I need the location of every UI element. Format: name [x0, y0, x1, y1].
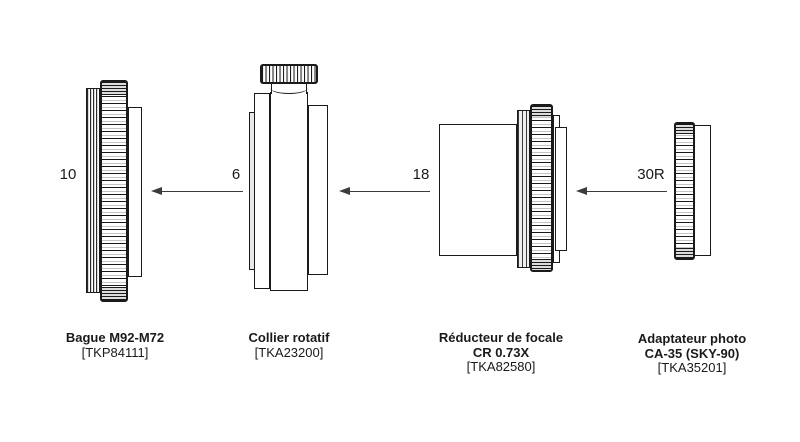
adaptateur-knurl-ring: [674, 122, 695, 260]
bague-thread: [86, 88, 100, 293]
component-name-line1: Réducteur de focale: [438, 330, 564, 345]
bague-knurl-cap-bottom: [102, 287, 126, 300]
flow-arrow-2: [339, 187, 430, 195]
callout-18: 18: [412, 166, 430, 183]
collier-flange: [308, 105, 328, 275]
reducteur-strip: [517, 110, 530, 268]
flow-arrow-1: [151, 187, 243, 195]
arrow-head-icon: [576, 187, 587, 195]
component-name-line1: Adaptateur photo: [637, 331, 747, 346]
label-bague: Bague M92-M72 [TKP84111]: [5, 330, 225, 360]
flow-arrow-3: [576, 187, 667, 195]
bague-flange: [128, 107, 142, 277]
callout-30r: 30R: [637, 166, 665, 183]
adaptateur-knurl-cap-top: [676, 124, 693, 134]
part-number: [TKA82580]: [466, 359, 536, 374]
collier-left-ring: [254, 93, 270, 289]
bague-knurl-cap-top: [102, 82, 126, 95]
part-number: [TKP84111]: [81, 344, 149, 360]
component-name: Bague M92-M72: [65, 330, 165, 345]
reducteur-knurl-cap-top: [532, 106, 551, 117]
bague-knurl-ring: [100, 80, 128, 302]
arrow-line: [583, 190, 667, 192]
label-reducteur: Réducteur de focale CR 0.73X [TKA82580]: [391, 330, 611, 375]
arrow-line: [158, 190, 243, 192]
label-collier: Collier rotatif [TKA23200]: [179, 330, 399, 360]
reducteur-knurl-cap-bottom: [532, 259, 551, 270]
callout-10: 10: [59, 166, 77, 183]
component-name: Collier rotatif: [248, 330, 330, 345]
label-adaptateur: Adaptateur photo CA-35 (SKY-90) [TKA3520…: [582, 331, 800, 376]
collier-neck-rim: [270, 85, 308, 94]
reducteur-barrel: [439, 124, 517, 256]
arrow-head-icon: [151, 187, 162, 195]
arrow-head-icon: [339, 187, 350, 195]
part-number: [TKA23200]: [254, 344, 324, 360]
component-name-line2: CR 0.73X: [472, 344, 530, 360]
reducteur-knurl-ring: [530, 104, 553, 272]
adaptateur-barrel: [694, 125, 711, 256]
adaptateur-knurl-cap-bottom: [676, 248, 693, 258]
arrow-line: [346, 190, 430, 192]
part-number: [TKA35201]: [657, 360, 727, 375]
collier-knob: [260, 64, 318, 84]
collier-body: [270, 92, 308, 291]
reducteur-flange: [555, 127, 567, 251]
component-name-line2: CA-35 (SKY-90): [644, 345, 740, 361]
callout-6: 6: [231, 166, 241, 183]
